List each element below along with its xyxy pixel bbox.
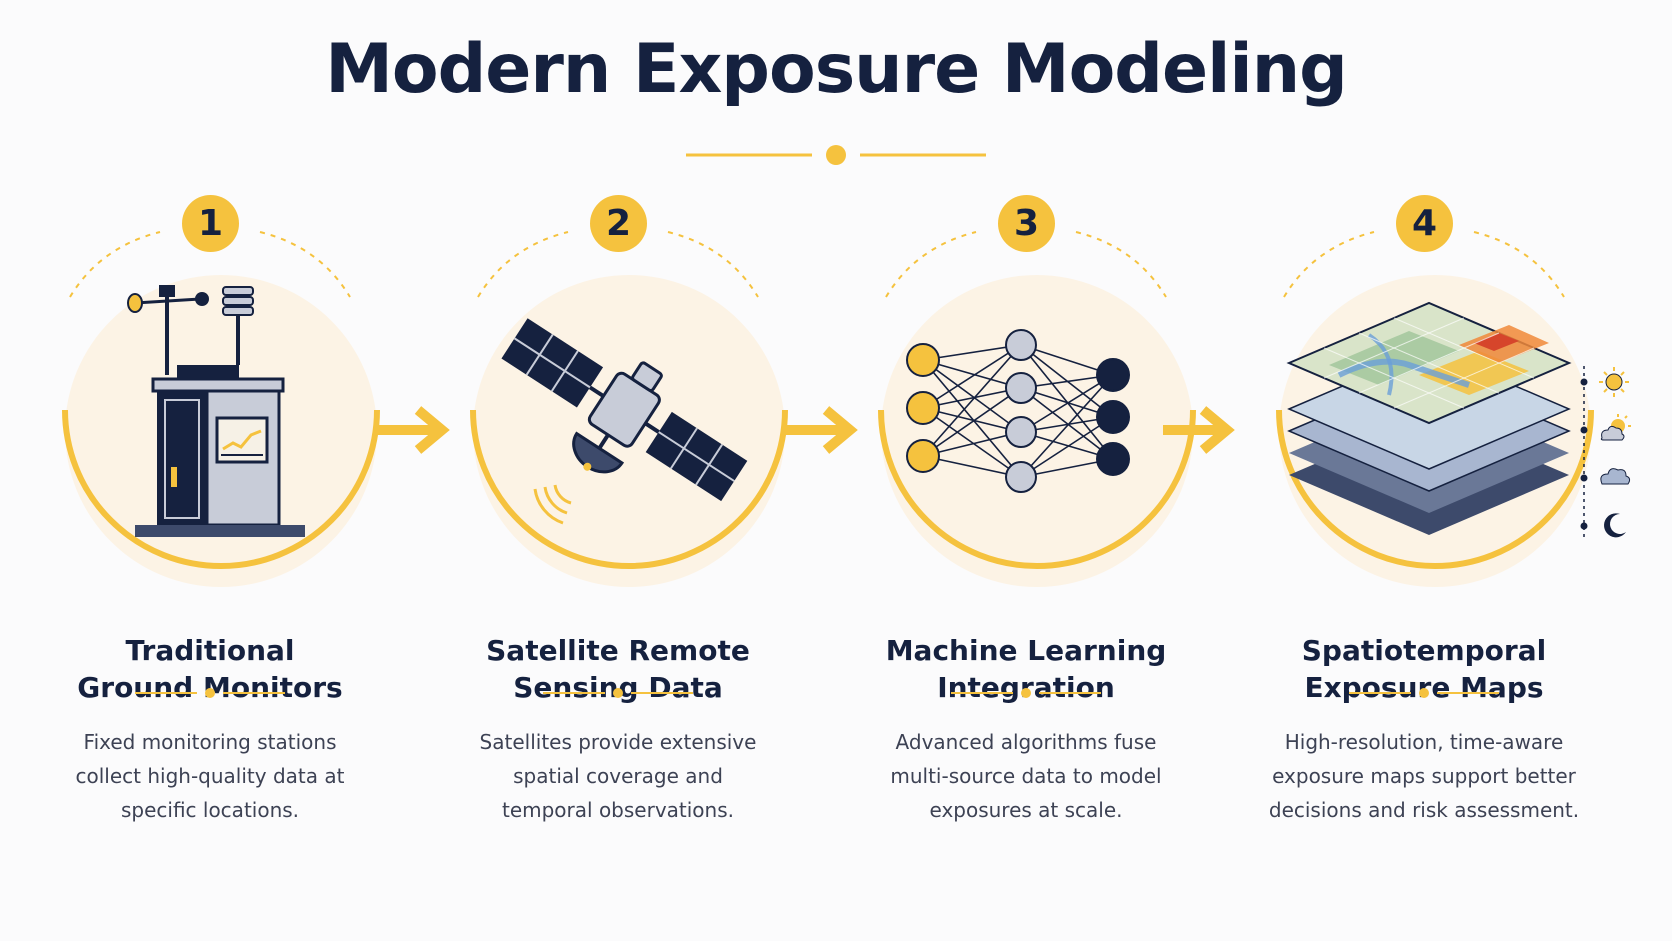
network-node xyxy=(1005,416,1037,448)
weather-station-icon xyxy=(127,285,305,537)
step-desc-line: exposure maps support better xyxy=(1272,764,1576,788)
time-of-day-icons xyxy=(1580,366,1631,538)
network-node xyxy=(1005,372,1037,404)
step-title: Traditional Ground Monitors xyxy=(20,632,400,706)
arrow-right-icon xyxy=(1163,406,1235,454)
network-node xyxy=(1005,329,1037,361)
step-number-badge: 2 xyxy=(590,195,647,252)
moon-icon xyxy=(1604,513,1626,538)
dashed-arc xyxy=(885,231,1167,298)
step-desc-line: Advanced algorithms fuse xyxy=(895,730,1157,754)
network-edge xyxy=(922,359,1022,478)
network-node xyxy=(1096,400,1130,434)
step-title: Spatiotemporal Exposure Maps xyxy=(1234,632,1614,706)
arrow-right-icon xyxy=(786,406,858,454)
step-desc-line: Satellites provide extensive xyxy=(479,730,757,754)
layered-map-icon xyxy=(1286,301,1572,535)
step-description: Fixed monitoring stations collect high-q… xyxy=(20,725,400,827)
step-title-line: Machine Learning xyxy=(885,634,1167,667)
step-description: High-resolution, time-aware exposure map… xyxy=(1234,725,1614,827)
network-edge xyxy=(1020,416,1114,478)
step-title-line: Integration xyxy=(937,671,1115,704)
network-node xyxy=(906,439,940,473)
network-node xyxy=(906,391,940,425)
circle-ring xyxy=(470,409,788,569)
step-title-line: Sensing Data xyxy=(513,671,723,704)
page-title: Modern Exposure Modeling xyxy=(325,30,1348,109)
network-edge xyxy=(1020,387,1114,460)
step-desc-line: multi-source data to model xyxy=(890,764,1162,788)
network-edge xyxy=(1020,374,1114,478)
step-divider xyxy=(951,688,1101,698)
network-node xyxy=(1096,358,1130,392)
network-node xyxy=(1005,461,1037,493)
step-divider xyxy=(135,688,285,698)
step-desc-line: specific locations. xyxy=(120,798,300,822)
step-desc-line: spatial coverage and xyxy=(513,764,723,788)
satellite-icon xyxy=(501,318,748,525)
title-divider xyxy=(686,145,986,165)
partly-cloudy-icon xyxy=(1600,414,1631,441)
step-desc-line: exposures at scale. xyxy=(929,798,1123,822)
step-desc-line: decisions and risk assessment. xyxy=(1268,798,1580,822)
dashed-arc xyxy=(477,231,759,298)
network-edge xyxy=(922,344,1022,409)
step-title-line: Spatiotemporal xyxy=(1301,634,1547,667)
step-description: Satellites provide extensive spatial cov… xyxy=(428,725,808,827)
step-title-line: Exposure Maps xyxy=(1304,671,1544,704)
network-edge xyxy=(922,387,1022,457)
step-title: Machine Learning Integration xyxy=(836,632,1216,706)
network-edge xyxy=(922,344,1022,457)
network-edge xyxy=(922,407,1022,478)
step-title-line: Satellite Remote xyxy=(486,634,750,667)
step-number-badge: 1 xyxy=(182,195,239,252)
circle-ring xyxy=(62,409,380,569)
network-edge xyxy=(1020,374,1114,433)
circle-ring xyxy=(1276,409,1594,569)
circle-ring xyxy=(878,409,1196,569)
step-title-line: Traditional xyxy=(125,634,295,667)
step-desc-line: Fixed monitoring stations xyxy=(83,730,337,754)
dashed-arc xyxy=(69,231,351,298)
cloud-icon xyxy=(1600,468,1631,485)
step-number-badge: 3 xyxy=(998,195,1055,252)
arrow-right-icon xyxy=(378,406,450,454)
neural-network-icon xyxy=(906,329,1130,493)
step-title: Satellite Remote Sensing Data xyxy=(428,632,808,706)
network-node xyxy=(906,343,940,377)
step-desc-line: temporal observations. xyxy=(501,798,734,822)
sun-icon xyxy=(1599,367,1629,397)
step-divider xyxy=(543,688,693,698)
step-number-badge: 4 xyxy=(1396,195,1453,252)
step-divider xyxy=(1349,688,1499,698)
icon-circle xyxy=(881,275,1193,587)
step-desc-line: High-resolution, time-aware xyxy=(1284,730,1564,754)
network-node xyxy=(1096,442,1130,476)
dashed-arc xyxy=(1283,231,1565,298)
step-desc-line: collect high-quality data at xyxy=(75,764,345,788)
step-title-line: Ground Monitors xyxy=(77,671,343,704)
step-description: Advanced algorithms fuse multi-source da… xyxy=(836,725,1216,827)
network-edge xyxy=(922,359,1022,433)
